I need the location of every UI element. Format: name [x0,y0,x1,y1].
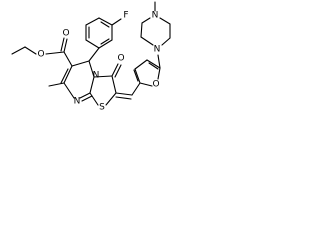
bond [98,17,113,26]
bond [81,95,93,102]
bond [85,39,100,49]
bond [157,67,161,80]
piperazine-nitrogen-1-label: N [154,45,161,55]
bond [105,92,117,106]
bond [134,68,141,84]
bond [133,69,139,82]
bond [134,59,148,70]
chemical-structure-diagram: F O O N N S O O N N [11,1,171,113]
bond [63,38,68,53]
bond [71,60,90,67]
thiazole-nitrogen-label: N [93,71,100,81]
bonds [11,1,171,106]
bond [140,36,154,46]
bond [93,75,113,78]
ester-ether-oxygen-label: O [37,50,44,60]
pyrimidine-nitrogen-label: N [74,97,81,107]
furan-oxygen-label: O [152,80,159,90]
piperazine-nitrogen-2-label: N [152,11,159,21]
bond [100,21,110,28]
sulfur-label: S [99,103,105,113]
bond [60,37,65,52]
lactam-carbonyl-oxygen-label: O [117,54,124,64]
fluorine-label: F [123,11,128,21]
bond [85,17,100,26]
bond [131,82,141,96]
bond [63,51,73,67]
bond [139,82,153,87]
bond [159,17,171,25]
bond [161,37,171,46]
ester-carbonyl-oxygen-label: O [62,29,69,39]
bond [11,46,26,55]
bond [157,54,161,69]
bond [45,51,65,55]
bond [88,60,95,78]
bond [100,38,110,45]
bond [63,82,75,99]
bond [115,92,133,96]
bond [98,39,113,49]
bond [60,68,69,84]
bond [24,46,37,55]
bond [111,63,119,77]
bond [111,18,122,26]
atom-labels: F O O N N S O O N N [37,11,160,113]
bond [141,17,151,24]
bond [115,96,132,100]
bond [88,47,100,62]
bond [114,64,122,78]
bond [148,62,159,70]
bond [63,65,73,84]
bond [89,92,99,106]
bond [140,22,143,38]
bond [79,92,91,99]
bond [111,75,117,94]
bond [48,82,65,87]
bond [89,76,95,94]
bond [146,59,161,69]
